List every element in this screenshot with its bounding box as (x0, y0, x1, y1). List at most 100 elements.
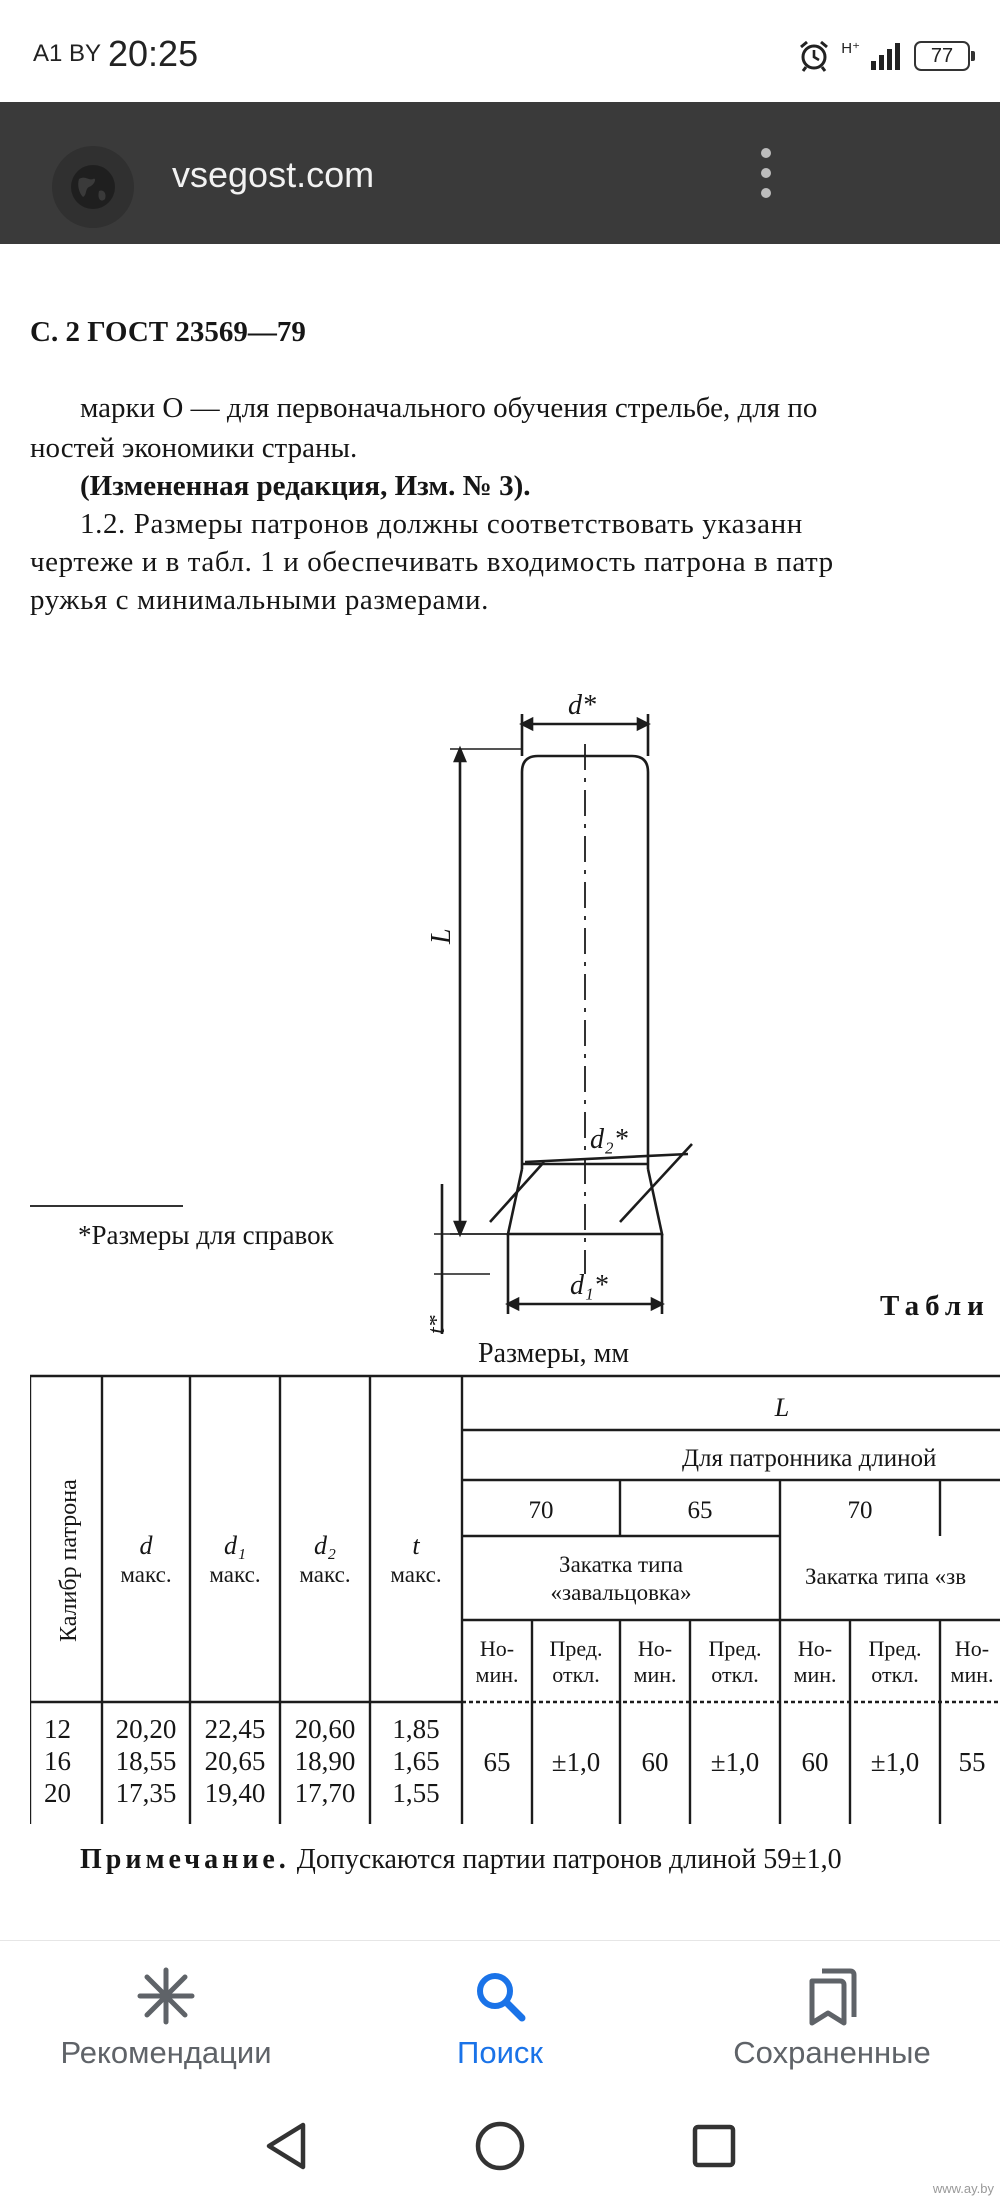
signal-icon (871, 43, 900, 70)
label-L: L (430, 928, 457, 945)
tolerance-bottom: откл. (871, 1662, 919, 1687)
header-d1: d₁ (224, 1531, 246, 1560)
network-type: H⁺ (841, 40, 860, 57)
paragraph-line: марки О — для первоначального обучения с… (80, 392, 818, 424)
watermark: www.ay.by (932, 2181, 994, 2196)
header-d: d (140, 1531, 154, 1560)
asterisk-icon (137, 1967, 195, 2025)
cell-d1: 22,45 (205, 1714, 266, 1744)
cell-t: 1,55 (392, 1778, 439, 1808)
globe-icon (71, 165, 115, 209)
nominal-top: Но- (638, 1636, 672, 1661)
cell-d: 17,35 (116, 1778, 177, 1808)
crimp-roll-name: «завальцовка» (551, 1580, 692, 1605)
cartridge-drawing: d* L d₂* d₁* t* (430, 690, 693, 1334)
chamber-length-3: 70 (848, 1497, 873, 1524)
header-chamber: Для патронника длиной (682, 1445, 936, 1472)
bookmarks-icon (809, 1968, 857, 2026)
alarm-icon (800, 40, 829, 72)
nominal-bottom: мин. (634, 1662, 677, 1687)
document-page: С. 2 ГОСТ 23569—79 марки О — для первона… (0, 244, 1000, 1940)
overflow-menu-button[interactable] (755, 148, 777, 198)
paragraph-line: ностей экономики страны. (30, 432, 358, 464)
recents-button[interactable] (684, 2116, 744, 2176)
page-header: С. 2 ГОСТ 23569—79 (30, 316, 306, 348)
table-units: Размеры, мм (478, 1338, 630, 1369)
clause-line: 1.2. Размеры патронов должны соответство… (80, 508, 803, 540)
footnote: *Размеры для справок (78, 1220, 334, 1250)
home-button[interactable] (470, 2116, 530, 2176)
table-note: Примечание. Допускаются партии патронов … (80, 1844, 842, 1876)
crimp-roll-label: Закатка типа (559, 1552, 683, 1577)
label-d: d* (568, 690, 596, 721)
status-icons: H⁺ 77 (797, 36, 975, 76)
nominal-bottom: мин. (476, 1662, 519, 1687)
nominal-top: Но- (480, 1636, 514, 1661)
label-d2: d₂* (590, 1124, 628, 1155)
home-circle-icon (475, 2121, 525, 2171)
tolerance-top: Пред. (708, 1636, 761, 1661)
cell-caliber: 16 (44, 1746, 71, 1776)
browser-toolbar: vsegost.com (0, 102, 1000, 244)
nav-label: Сохраненные (733, 2035, 931, 2070)
chamber-length-2: 65 (688, 1497, 713, 1524)
drawing-lines (434, 714, 693, 1334)
nominal-top: Но- (798, 1636, 832, 1661)
dot-icon (761, 148, 771, 158)
dot-icon (761, 168, 771, 178)
tolerance-top: Пред. (868, 1636, 921, 1661)
cell-d2: 18,90 (295, 1746, 356, 1776)
status-bar: A1 BY 20:25 H⁺ 77 (0, 0, 1000, 102)
footnote-rule (30, 1205, 183, 1207)
cell-length-nominal: 60 (802, 1747, 829, 1777)
tolerance-bottom: откл. (711, 1662, 759, 1687)
cell-caliber: 20 (44, 1778, 71, 1808)
note-text: Допускаются партии патронов длиной 59±1,… (289, 1844, 842, 1875)
header-d2-max: макс. (299, 1562, 350, 1587)
site-info-button[interactable] (52, 146, 134, 228)
amendment-note: (Измененная редакция, Изм. № 3). (80, 470, 531, 502)
dot-icon (761, 188, 771, 198)
cell-length-nominal: 65 (484, 1747, 511, 1777)
back-button[interactable] (256, 2116, 316, 2176)
url-text[interactable]: vsegost.com (172, 154, 375, 195)
tolerance-top: Пред. (549, 1636, 602, 1661)
search-icon (477, 1973, 526, 2022)
chamber-length-1: 70 (529, 1497, 554, 1524)
header-L: L (774, 1393, 789, 1422)
nav-recommendations[interactable]: Рекомендации (16, 1961, 316, 2071)
nominal-top: Но- (955, 1636, 989, 1661)
cell-d1: 20,65 (205, 1746, 266, 1776)
cell-d2: 20,60 (295, 1714, 356, 1744)
header-caliber: Калибр патрона (56, 1479, 82, 1642)
cell-d: 18,55 (116, 1746, 177, 1776)
clause-line: чертеже и в табл. 1 и обеспечивать входи… (30, 546, 834, 578)
nav-search[interactable]: Поиск (350, 1961, 650, 2071)
back-triangle-icon (266, 2122, 306, 2170)
nav-saved[interactable]: Сохраненные (682, 1961, 982, 2071)
battery-level: 77 (930, 44, 954, 67)
note-prefix: Примечание. (80, 1844, 290, 1875)
header-t-max: макс. (390, 1562, 441, 1587)
label-t: t* (430, 1315, 450, 1334)
cell-d1: 19,40 (205, 1778, 266, 1808)
cell-t: 1,65 (392, 1746, 439, 1776)
bottom-navigation: Рекомендации Поиск Сохраненные (0, 1940, 1000, 2088)
cell-d: 20,20 (116, 1714, 177, 1744)
system-navigation: www.ay.by (0, 2088, 1000, 2200)
header-d2: d₂ (314, 1531, 336, 1560)
nominal-bottom: мин. (794, 1662, 837, 1687)
label-d1: d₁* (570, 1270, 608, 1301)
header-d-max: макс. (120, 1562, 171, 1587)
table-grid (30, 1374, 1000, 1824)
cell-length-nominal: 55 (959, 1747, 986, 1777)
cell-t: 1,85 (392, 1714, 439, 1744)
battery-icon: 77 (914, 41, 975, 71)
nominal-bottom: мин. (951, 1662, 994, 1687)
tolerance-bottom: откл. (552, 1662, 600, 1687)
nav-label: Поиск (457, 2035, 543, 2070)
cell-d2: 17,70 (295, 1778, 356, 1808)
recents-square-icon (692, 2124, 736, 2168)
carrier-label: A1 BY (33, 40, 102, 67)
dimensions-table: Калибр патрона d макс. d₁ макс. d₂ макс.… (30, 1374, 1000, 1824)
